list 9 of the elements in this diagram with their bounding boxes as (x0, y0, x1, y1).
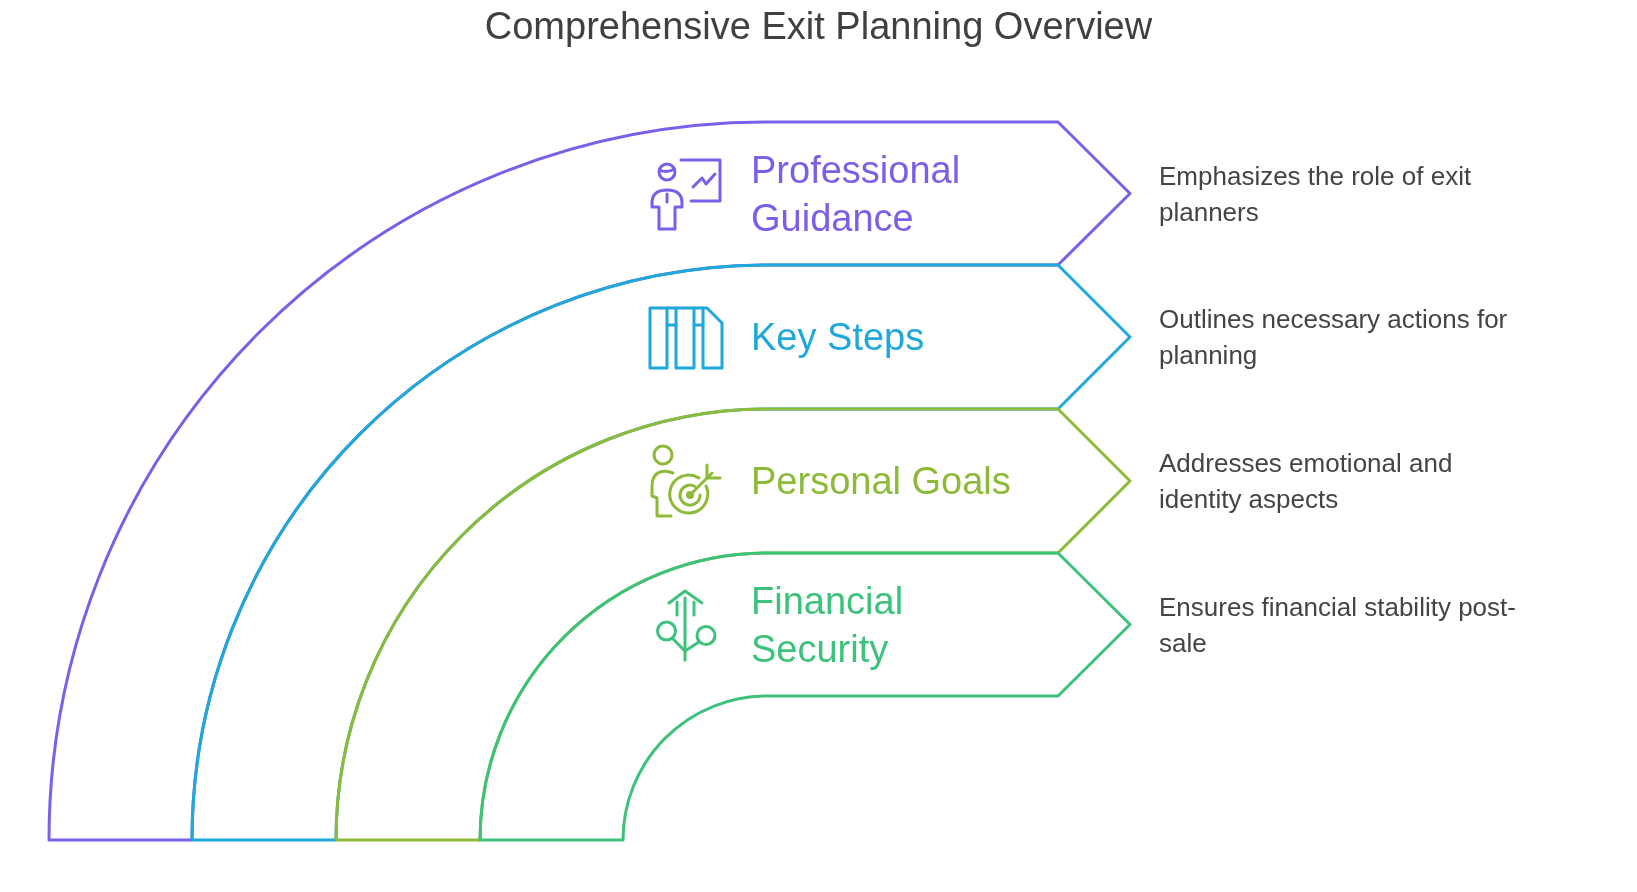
band-title: Key Steps (751, 315, 926, 360)
description-text: Ensures financial stability post-sale (1159, 590, 1517, 660)
description-text: Emphasizes the role of exit planners (1159, 159, 1473, 229)
band-title: Financial Security (751, 578, 905, 672)
band-title: Professional Guidance (751, 147, 962, 241)
description-text: Outlines necessary actions for planning (1159, 303, 1509, 372)
diagram-title: Comprehensive Exit Planning Overview (484, 5, 1153, 47)
description-text: Addresses emotional and identity aspects (1159, 447, 1454, 516)
band-title: Personal Goals (751, 459, 1012, 504)
